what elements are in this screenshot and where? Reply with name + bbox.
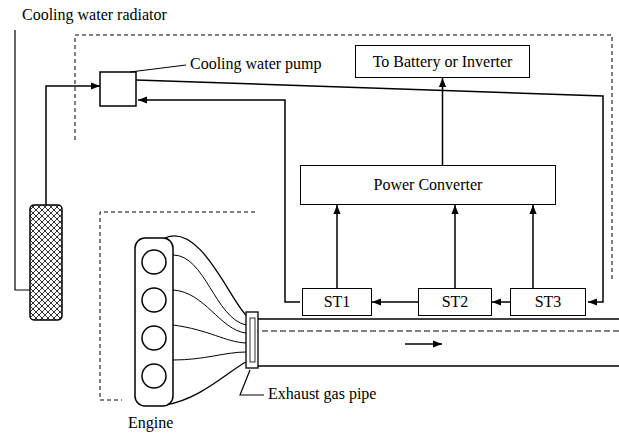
process-box: ST1 xyxy=(302,288,372,316)
part-label-text: Exhaust gas pipe xyxy=(268,385,376,402)
connector-arrow xyxy=(454,205,456,288)
connector-arrow xyxy=(532,205,534,288)
connector-arrow xyxy=(336,205,338,288)
exhaust-manifold xyxy=(173,352,246,360)
part-label-text: Cooling water pump xyxy=(190,55,322,72)
exhaust-pipe xyxy=(258,318,619,320)
part-label: Cooling water pump xyxy=(190,55,322,73)
part-label-text: Cooling water radiator xyxy=(22,6,167,23)
pipe-flange xyxy=(250,318,255,362)
water-pipe xyxy=(136,80,603,302)
engine-cylinder xyxy=(142,288,166,312)
engine-cylinder xyxy=(142,364,166,388)
pipe-centerline xyxy=(262,331,619,332)
leader-line xyxy=(240,370,264,395)
part-label: Engine xyxy=(128,414,173,432)
process-box: Power Converter xyxy=(300,165,556,205)
part-label: Cooling water radiator xyxy=(22,6,167,24)
part-label: Exhaust gas pipe xyxy=(268,385,376,403)
engine-cylinder xyxy=(142,326,166,350)
exhaust-manifold xyxy=(173,255,246,325)
box-text: To Battery or Inverter xyxy=(373,53,513,71)
process-box: ST3 xyxy=(510,288,586,316)
exhaust-manifold xyxy=(165,236,246,315)
exhaust-pipe xyxy=(258,365,619,367)
water-pipe xyxy=(46,86,100,205)
process-box: ST2 xyxy=(418,288,492,316)
pipe-flange xyxy=(246,312,258,368)
leader-line xyxy=(15,30,30,290)
connector-arrow xyxy=(492,301,510,303)
pump-symbol xyxy=(100,72,136,106)
flow-arrow xyxy=(405,343,442,345)
part-label-text: Engine xyxy=(128,414,173,431)
engine-block xyxy=(135,238,173,406)
box-text: ST3 xyxy=(535,293,562,311)
connector-arrow xyxy=(442,78,444,165)
box-text: ST2 xyxy=(442,293,469,311)
engine-cylinder xyxy=(142,250,166,274)
leader-line xyxy=(130,65,186,72)
radiator-symbol xyxy=(30,205,62,320)
exhaust-manifold xyxy=(173,325,246,343)
process-box: To Battery or Inverter xyxy=(355,45,530,78)
box-text: ST1 xyxy=(324,293,351,311)
connector-arrow xyxy=(372,301,418,303)
box-text: Power Converter xyxy=(374,176,483,194)
exhaust-manifold xyxy=(165,362,246,405)
